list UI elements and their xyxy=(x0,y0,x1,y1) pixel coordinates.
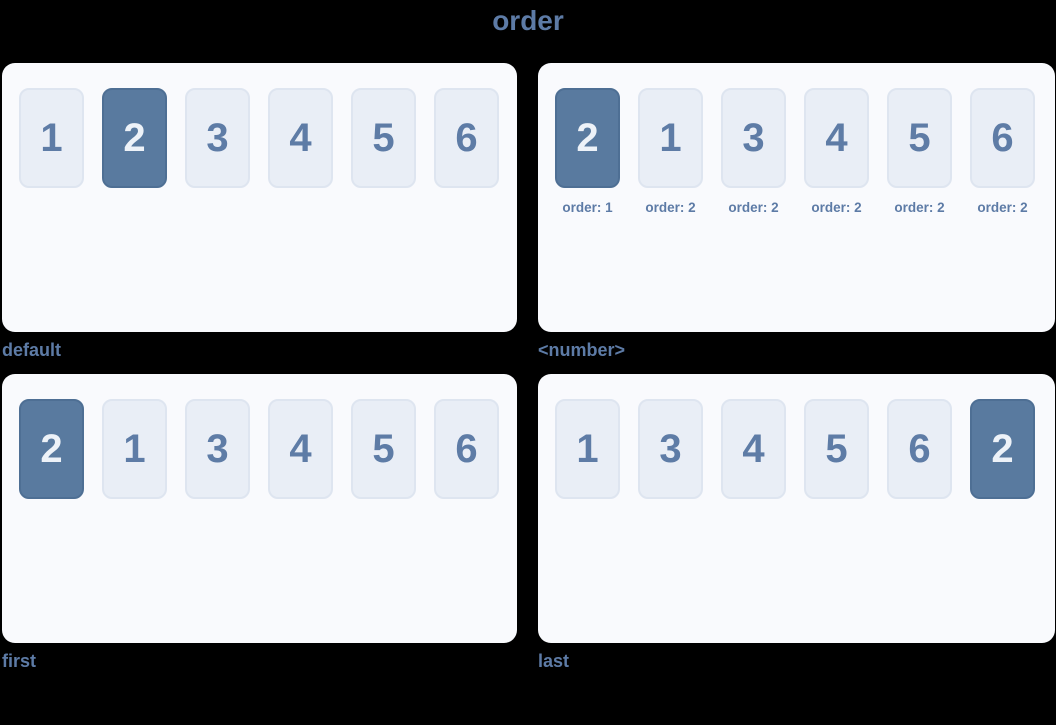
flex-item-6: 6 xyxy=(434,88,499,188)
flex-item-5: 5 xyxy=(351,399,416,499)
caption-last: last xyxy=(538,651,570,671)
flex-item-2-highlighted: 2 xyxy=(19,399,84,499)
flex-item-column: 6 order: 2 xyxy=(970,88,1035,215)
order-value-label: order: 2 xyxy=(645,200,696,215)
flex-item-1: 1 xyxy=(555,399,620,499)
flex-item-6: 6 xyxy=(970,88,1035,188)
flex-item-column: 5 order: 2 xyxy=(887,88,952,215)
page-title: order xyxy=(492,5,564,36)
flex-item-3: 3 xyxy=(185,399,250,499)
flex-item-column: 1 order: 2 xyxy=(638,88,703,215)
flex-item-2-highlighted: 2 xyxy=(555,88,620,188)
order-value-label: order: 2 xyxy=(811,200,862,215)
order-value-label: order: 2 xyxy=(728,200,779,215)
flex-item-5: 5 xyxy=(804,399,869,499)
order-value-label: order: 1 xyxy=(562,200,613,215)
order-value-label: order: 2 xyxy=(894,200,945,215)
flex-item-4: 4 xyxy=(804,88,869,188)
flex-item-1: 1 xyxy=(102,399,167,499)
flex-item-column: 2 order: 1 xyxy=(555,88,620,215)
flex-item-3: 3 xyxy=(185,88,250,188)
example-number: 2 order: 1 1 order: 2 3 order: 2 4 order… xyxy=(538,63,1055,374)
caption-first: first xyxy=(2,651,37,671)
flex-item-3: 3 xyxy=(721,88,786,188)
flex-item-5: 5 xyxy=(887,88,952,188)
flex-item-4: 4 xyxy=(721,399,786,499)
flex-item-1: 1 xyxy=(19,88,84,188)
flex-item-1: 1 xyxy=(638,88,703,188)
panel-default: 1 2 3 4 5 6 xyxy=(2,63,517,332)
panel-number: 2 order: 1 1 order: 2 3 order: 2 4 order… xyxy=(538,63,1055,332)
examples-grid: 1 2 3 4 5 6 default 2 order: 1 1 order: … xyxy=(0,63,1056,685)
panel-last: 1 3 4 5 6 2 xyxy=(538,374,1055,643)
flex-item-6: 6 xyxy=(434,399,499,499)
flex-item-2-highlighted: 2 xyxy=(102,88,167,188)
flex-item-2-highlighted: 2 xyxy=(970,399,1035,499)
flex-item-6: 6 xyxy=(887,399,952,499)
flex-item-column: 4 order: 2 xyxy=(804,88,869,215)
flex-item-4: 4 xyxy=(268,88,333,188)
panel-first: 2 1 3 4 5 6 xyxy=(2,374,517,643)
flex-item-5: 5 xyxy=(351,88,416,188)
flex-item-3: 3 xyxy=(638,399,703,499)
example-first: 2 1 3 4 5 6 first xyxy=(2,374,517,685)
flex-item-4: 4 xyxy=(268,399,333,499)
example-last: 1 3 4 5 6 2 last xyxy=(538,374,1055,685)
caption-default: default xyxy=(2,340,62,360)
order-value-label: order: 2 xyxy=(977,200,1028,215)
caption-number: <number> xyxy=(538,340,626,360)
flex-item-column: 3 order: 2 xyxy=(721,88,786,215)
example-default: 1 2 3 4 5 6 default xyxy=(2,63,517,374)
